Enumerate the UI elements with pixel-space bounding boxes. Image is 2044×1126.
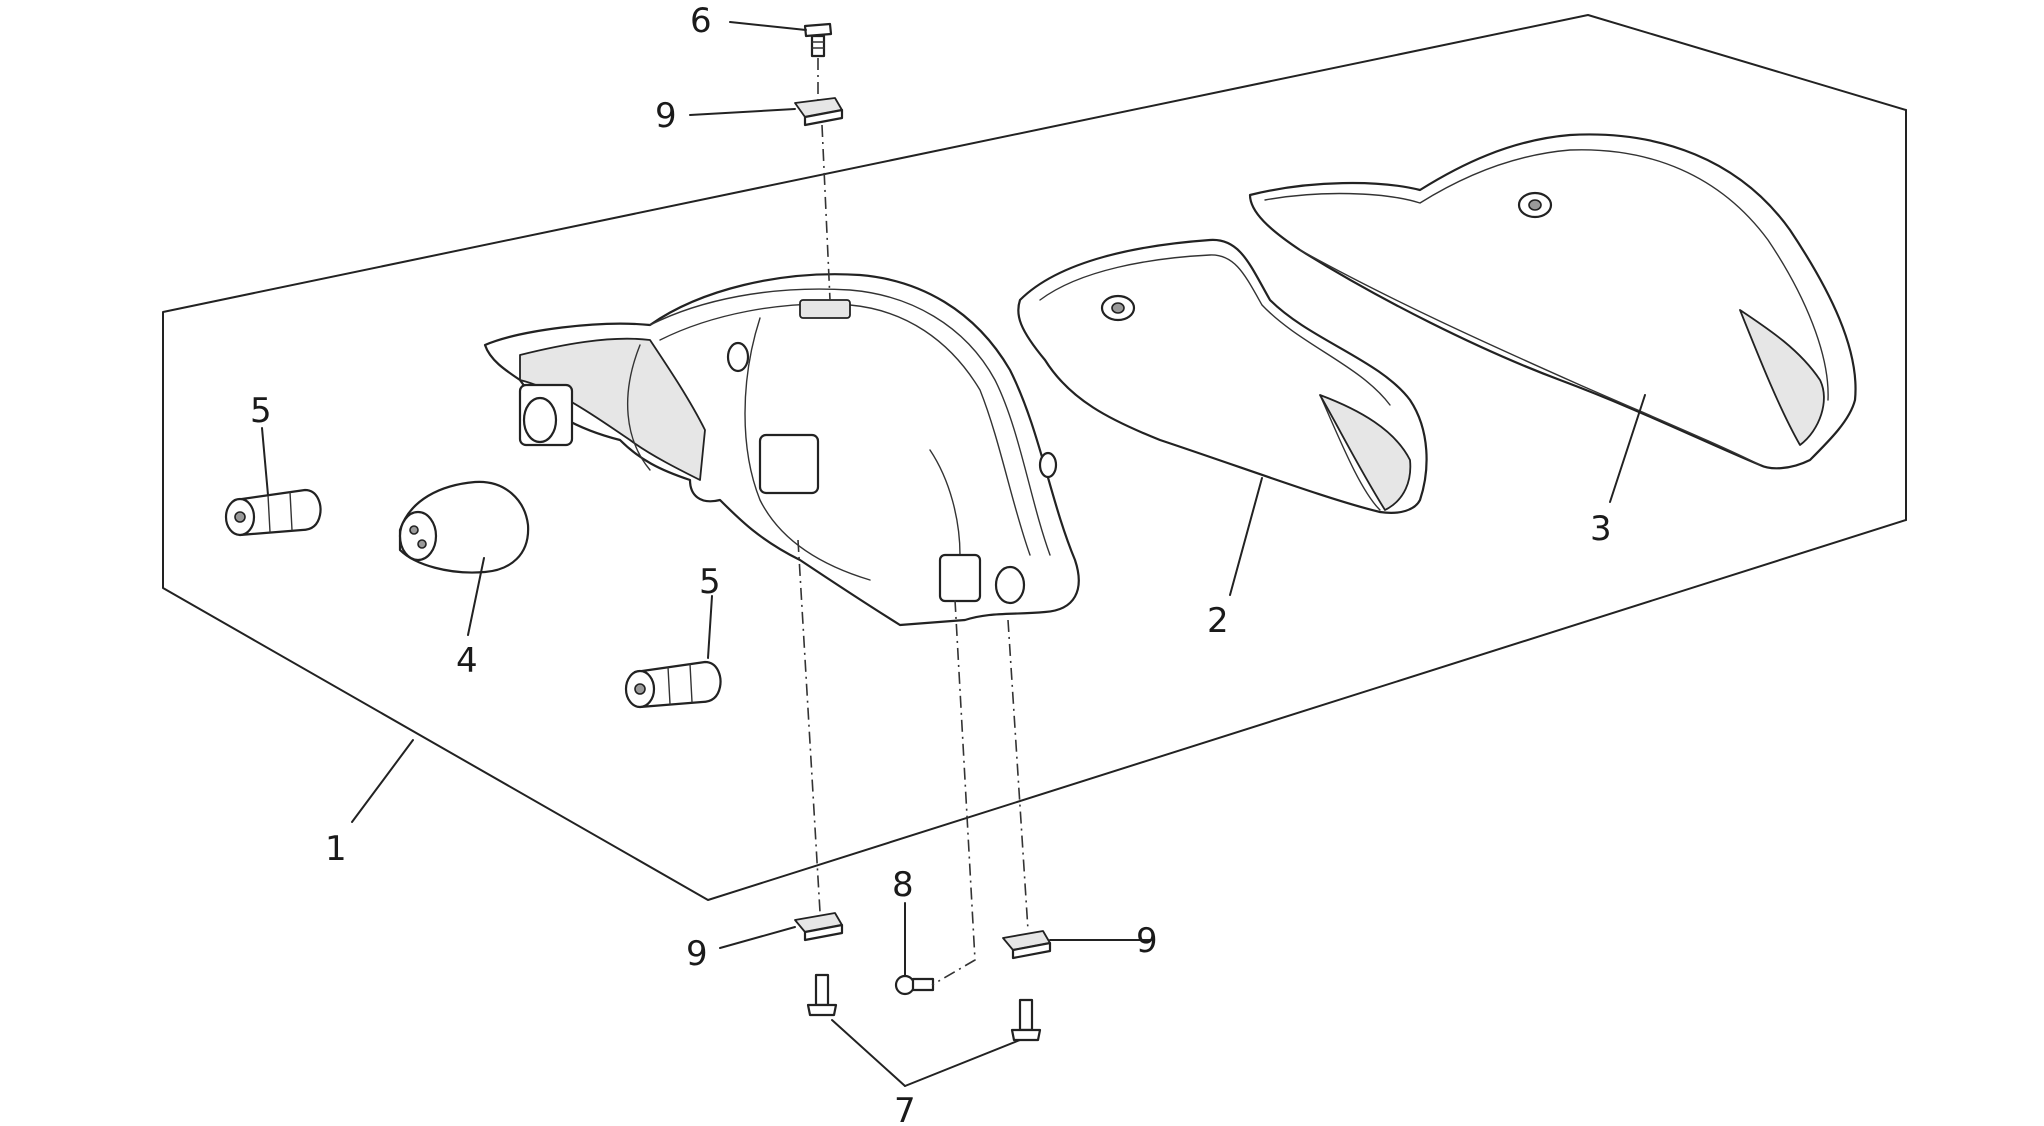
housing-socket-center bbox=[758, 433, 820, 495]
callout-9-bottom-right: 9 bbox=[1136, 921, 1158, 961]
screw-part-6 bbox=[803, 22, 833, 58]
callout-5-center: 5 bbox=[699, 562, 721, 602]
callout-7: 7 bbox=[894, 1091, 916, 1126]
clip-part-9-top bbox=[794, 97, 844, 127]
callout-6: 6 bbox=[690, 1, 712, 41]
cover-part-3 bbox=[1248, 133, 1857, 470]
screw-part-8 bbox=[894, 974, 935, 996]
bulb-part-4 bbox=[398, 480, 530, 574]
lamp-housing bbox=[483, 273, 1080, 627]
socket-part-5-left bbox=[224, 488, 322, 537]
callout-3: 3 bbox=[1590, 509, 1612, 549]
leader-lines bbox=[261, 21, 1646, 1087]
callout-5-left: 5 bbox=[250, 391, 272, 431]
assembly-boundary-box bbox=[162, 14, 1907, 901]
callout-8: 8 bbox=[892, 865, 914, 905]
callout-9-bottom-left: 9 bbox=[686, 934, 708, 974]
callout-1: 1 bbox=[325, 829, 347, 869]
assembly-axis-lines bbox=[797, 58, 1029, 986]
callout-4: 4 bbox=[456, 641, 478, 681]
callout-labels: 1 2 3 4 5 5 6 7 8 9 9 9 bbox=[250, 1, 1612, 1126]
screw-part-7-left bbox=[806, 973, 838, 1017]
housing-socket-right bbox=[938, 553, 982, 603]
lens-part-2 bbox=[1017, 238, 1428, 514]
clip-part-9-bottom-left bbox=[794, 912, 844, 942]
callout-9-top: 9 bbox=[655, 96, 677, 136]
socket-part-5-center bbox=[624, 660, 722, 709]
screw-part-7-right bbox=[1010, 998, 1042, 1042]
callout-2: 2 bbox=[1207, 601, 1229, 641]
clip-part-9-bottom-right bbox=[1002, 930, 1052, 960]
